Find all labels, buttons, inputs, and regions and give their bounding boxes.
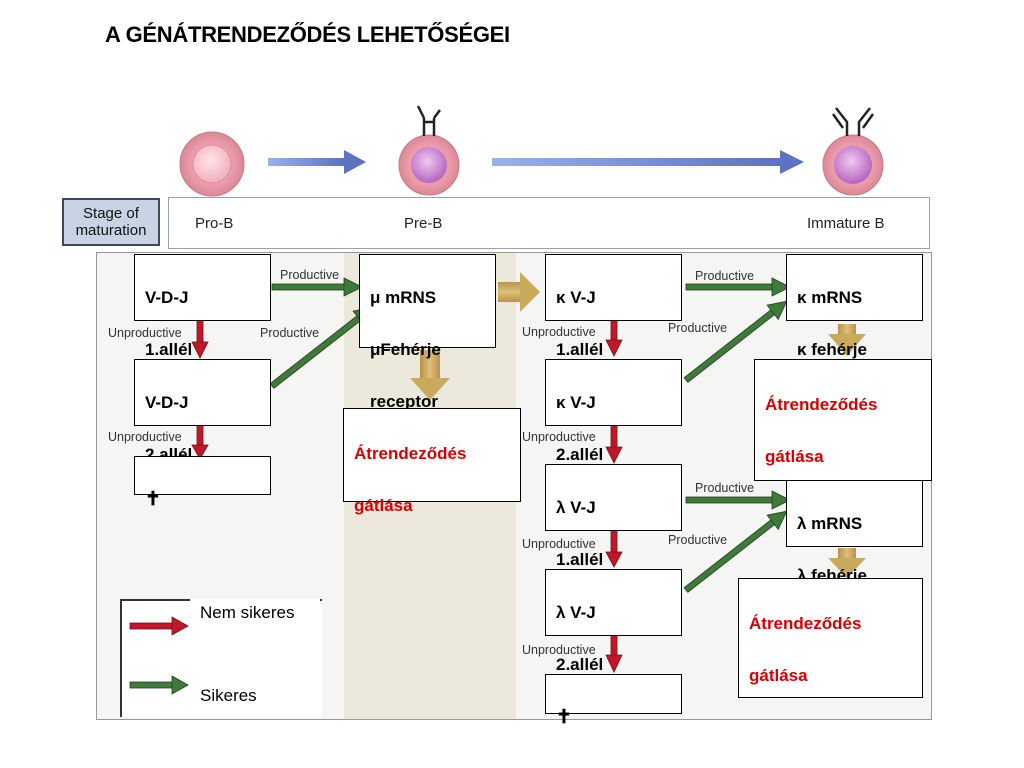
lvj1-line1: λ V-J: [556, 498, 596, 517]
label-unproductive-5: Unproductive: [522, 537, 596, 551]
box-lambda-vj-allele1: λ V-J 1.allél: [545, 464, 682, 569]
cross-icon: ✝: [556, 707, 572, 728]
label-productive-1: Productive: [280, 268, 340, 282]
kvj2-line1: κ V-J: [556, 393, 596, 412]
lvj2-line1: λ V-J: [556, 603, 596, 622]
inhib3-line1: Átrendeződés: [749, 614, 862, 633]
maturation-arrow-2: [492, 150, 804, 174]
inhib2-line1: Átrendeződés: [765, 395, 878, 414]
box-rearrangement-inhibition-1: Átrendeződés gátlása: [343, 408, 521, 515]
legend-red-arrow-icon: [129, 616, 189, 636]
tan-arrow-mu-to-kappa: [498, 272, 540, 312]
inhib3-line2: gátlása: [749, 666, 808, 685]
box-cell-death-1: ✝: [134, 456, 271, 510]
kmrns-line2: κ fehérje: [797, 340, 867, 359]
kvj1-line2: 1.allél: [556, 340, 604, 359]
maturation-arrow-1: [268, 150, 366, 174]
label-productive-5: Productive: [695, 481, 755, 495]
green-arrow-vdj1-to-mu: [271, 277, 363, 297]
box-kappa-vj-allele2: κ V-J 2.allél: [545, 359, 682, 464]
stage-label-line2: maturation: [75, 222, 147, 239]
mu-line2: μFehérje: [370, 340, 441, 359]
box-lambda-mrns: λ mRNS λ fehérje: [786, 480, 923, 585]
box-vdj-allele1: V-D-J 1.allél: [134, 254, 271, 359]
pro-b-cell-icon: [179, 131, 245, 197]
green-arrow-lvj2-to-lmrns: [683, 510, 788, 593]
immature-b-cell-icon: [822, 107, 884, 196]
red-arrow-lvj2-down: [605, 634, 623, 673]
mu-line1: μ mRNS: [370, 288, 437, 307]
tan-arrow-kmrns-down: [828, 324, 866, 356]
stage-of-maturation-label: Stage of maturation: [62, 198, 160, 246]
red-arrow-vdj2-down: [191, 424, 209, 460]
inhib1-line2: gátlása: [354, 496, 413, 515]
label-unproductive-4: Unproductive: [522, 430, 596, 444]
green-arrow-kvj2-to-kmrns: [683, 300, 788, 383]
legend-green-arrow-icon: [129, 675, 189, 695]
lvj1-line2: 1.allél: [556, 550, 604, 569]
stage-bar: [168, 197, 930, 249]
stage-pro-b: Pro-B: [195, 215, 234, 232]
legend-fail-label: Nem sikeres: [200, 603, 295, 622]
legend-text-area: [190, 599, 320, 715]
inhib2-line2: gátlása: [765, 447, 824, 466]
cross-icon: ✝: [145, 489, 161, 510]
stage-pre-b: Pre-B: [404, 215, 443, 232]
box-kappa-mrns: κ mRNS κ fehérje: [786, 254, 923, 359]
tan-arrow-lmrns-down: [828, 548, 866, 578]
label-unproductive-6: Unproductive: [522, 643, 596, 657]
box-lambda-vj-allele2: λ V-J 2.allél: [545, 569, 682, 674]
label-unproductive-2: Unproductive: [108, 430, 182, 444]
tan-arrow-mu-down: [410, 350, 450, 400]
box-rearrangement-inhibition-3: Átrendeződés gátlása: [738, 578, 923, 698]
label-productive-3: Productive: [695, 269, 755, 283]
label-productive-2: Productive: [260, 326, 320, 340]
box-cell-death-2: ✝: [545, 674, 682, 728]
mu-line3: receptor: [370, 392, 439, 411]
kmrns-line1: κ mRNS: [797, 288, 863, 307]
label-productive-6: Productive: [668, 533, 728, 547]
box-mu-mrns: μ mRNS μFehérje receptor: [359, 254, 496, 411]
box-rearrangement-inhibition-2: Átrendeződés gátlása: [754, 359, 932, 481]
vdj2-line1: V-D-J: [145, 393, 189, 412]
lvj2-line2: 2.allél: [556, 655, 604, 674]
kvj2-line2: 2.allél: [556, 445, 604, 464]
label-productive-4: Productive: [668, 321, 728, 335]
box-kappa-vj-allele1: κ V-J 1.allél: [545, 254, 682, 359]
lmrns-line1: λ mRNS: [797, 514, 863, 533]
inhib1-line1: Átrendeződés: [354, 444, 467, 463]
vdj1-line2: 1.allél: [145, 340, 193, 359]
vdj1-line1: V-D-J: [145, 288, 189, 307]
stage-immature-b: Immature B: [807, 215, 885, 232]
green-arrow-kvj1-to-kmrns: [685, 277, 791, 297]
label-unproductive-3: Unproductive: [522, 325, 596, 339]
pre-b-cell-icon: [398, 105, 460, 196]
label-unproductive-1: Unproductive: [108, 326, 182, 340]
stage-label-line1: Stage of: [83, 205, 139, 222]
page-title: A GÉNÁTRENDEZŐDÉS LEHETŐSÉGEI: [105, 22, 510, 47]
legend-success-label: Sikeres: [200, 686, 257, 705]
green-arrow-lvj1-to-lmrns: [685, 490, 791, 510]
kvj1-line1: κ V-J: [556, 288, 596, 307]
